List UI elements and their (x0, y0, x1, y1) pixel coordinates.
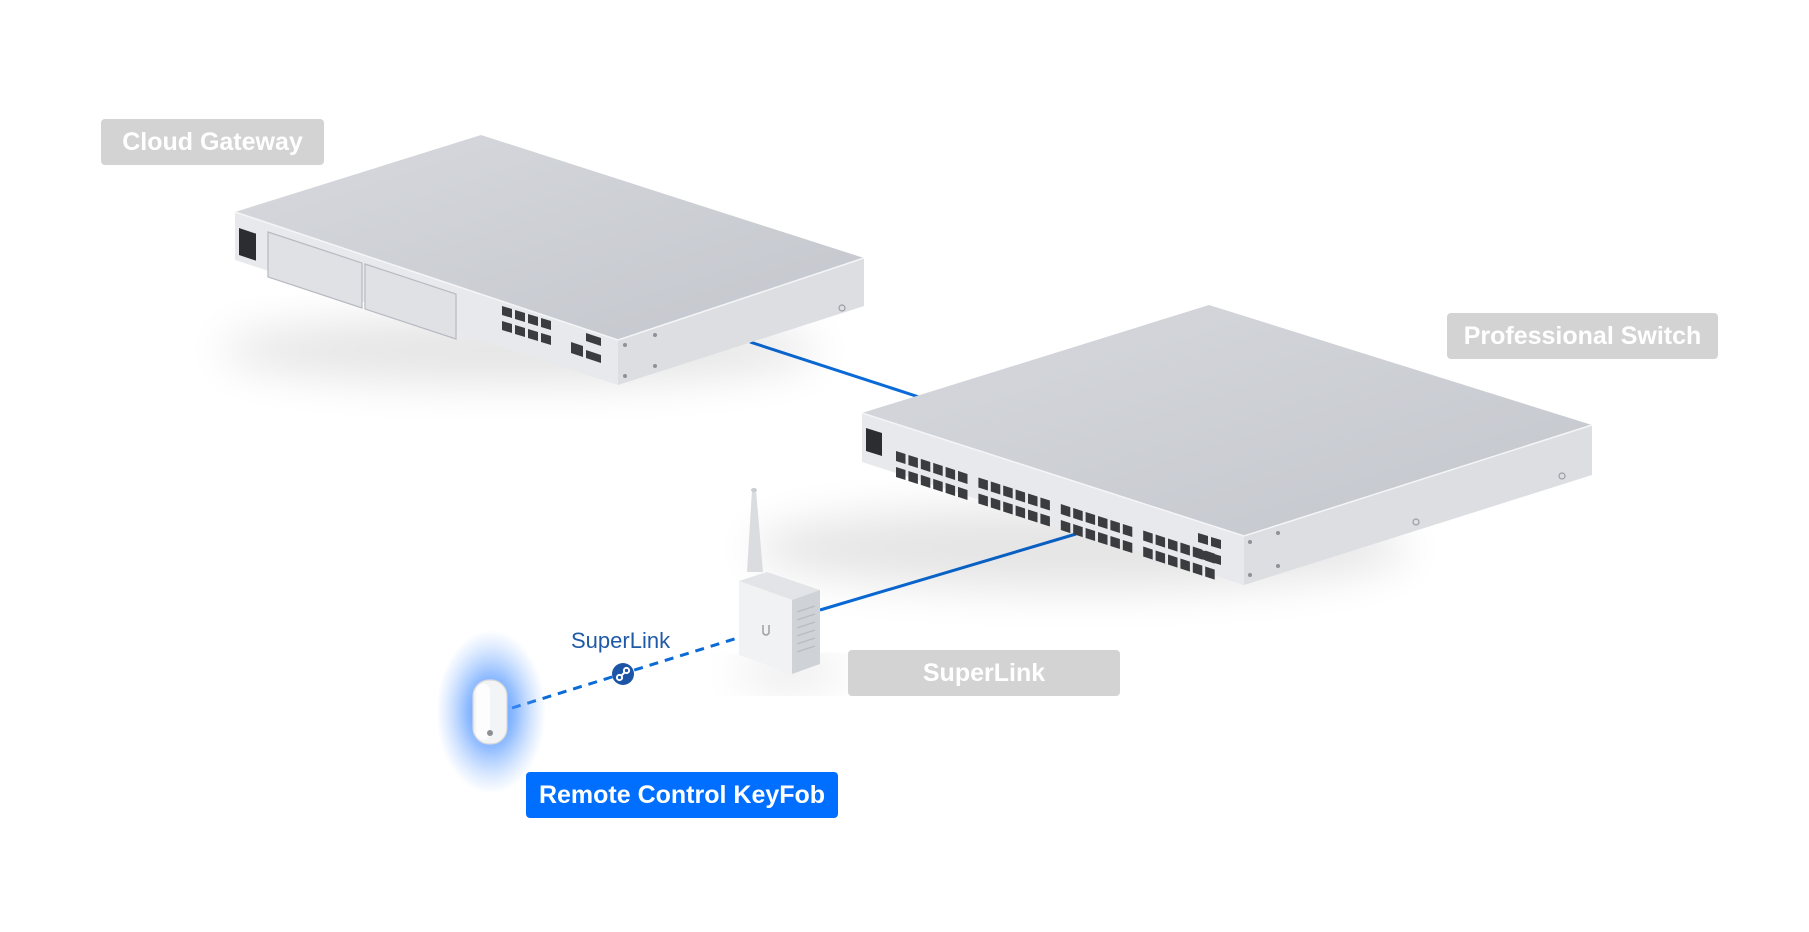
switch-port (1168, 554, 1178, 568)
switch-port (1110, 535, 1120, 550)
switch-port (1085, 511, 1096, 526)
switch-port (958, 486, 968, 500)
superlink-device (735, 488, 845, 684)
switch-port (1028, 509, 1038, 523)
switch-port (1003, 501, 1013, 515)
keyfob-device (436, 630, 546, 794)
link-icon (612, 663, 634, 685)
switch-port (1110, 519, 1120, 534)
switch-port (920, 458, 931, 472)
switch-port (1060, 520, 1071, 534)
switch-port (933, 462, 943, 476)
superlink-connection-label: SuperLink (571, 628, 671, 653)
switch-port (1180, 558, 1190, 572)
switch-port (1085, 527, 1096, 542)
switch-port (1060, 504, 1071, 518)
switch-port (978, 477, 988, 491)
superlink-label: SuperLink (848, 650, 1120, 696)
ubiquiti-logo-icon (762, 625, 770, 636)
switch-port (1040, 497, 1050, 511)
switch-port (958, 470, 968, 484)
keyfob-button-icon (487, 730, 493, 736)
switch-port (1040, 513, 1050, 527)
switch-port (1192, 562, 1203, 576)
switch-port (945, 482, 956, 496)
switch-port (920, 474, 931, 488)
switch-port (978, 493, 988, 507)
switch-sfp-ports (1198, 533, 1221, 565)
switch-port (1028, 493, 1038, 507)
switch-port (1168, 538, 1178, 552)
switch-port (896, 450, 906, 465)
professional-switch-label: Professional Switch (1447, 313, 1718, 359)
cloud-gateway-device (220, 135, 865, 385)
link-superlink-keyfob (511, 634, 745, 710)
switch-port (1003, 485, 1013, 499)
gateway-display (239, 228, 256, 261)
switch-port (896, 466, 906, 481)
switch-port (1155, 534, 1166, 548)
switch-port (1143, 530, 1153, 544)
switch-port (1073, 508, 1083, 522)
switch-port (1015, 505, 1026, 519)
cloud-gateway-label: Cloud Gateway (101, 119, 324, 165)
professional-switch-device (750, 305, 1593, 590)
switch-port (1155, 550, 1166, 564)
switch-port (933, 478, 943, 492)
switch-port (1143, 546, 1153, 560)
switch-port (1122, 523, 1133, 538)
switch-port (1073, 524, 1083, 538)
switch-port (1098, 531, 1108, 546)
switch-port (990, 481, 1001, 495)
switch-port (1180, 542, 1190, 556)
switch-port (945, 466, 956, 480)
switch-port (990, 497, 1001, 511)
switch-port (908, 454, 918, 468)
keyfob-label: Remote Control KeyFob (526, 772, 838, 818)
switch-port (1122, 539, 1133, 554)
switch-port (1098, 515, 1108, 530)
switch-port (1015, 489, 1026, 503)
gateway-ports (502, 306, 601, 363)
switch-port (908, 470, 918, 484)
switch-port (1205, 566, 1215, 580)
switch-ports (896, 450, 1215, 580)
switch-display (866, 428, 882, 456)
